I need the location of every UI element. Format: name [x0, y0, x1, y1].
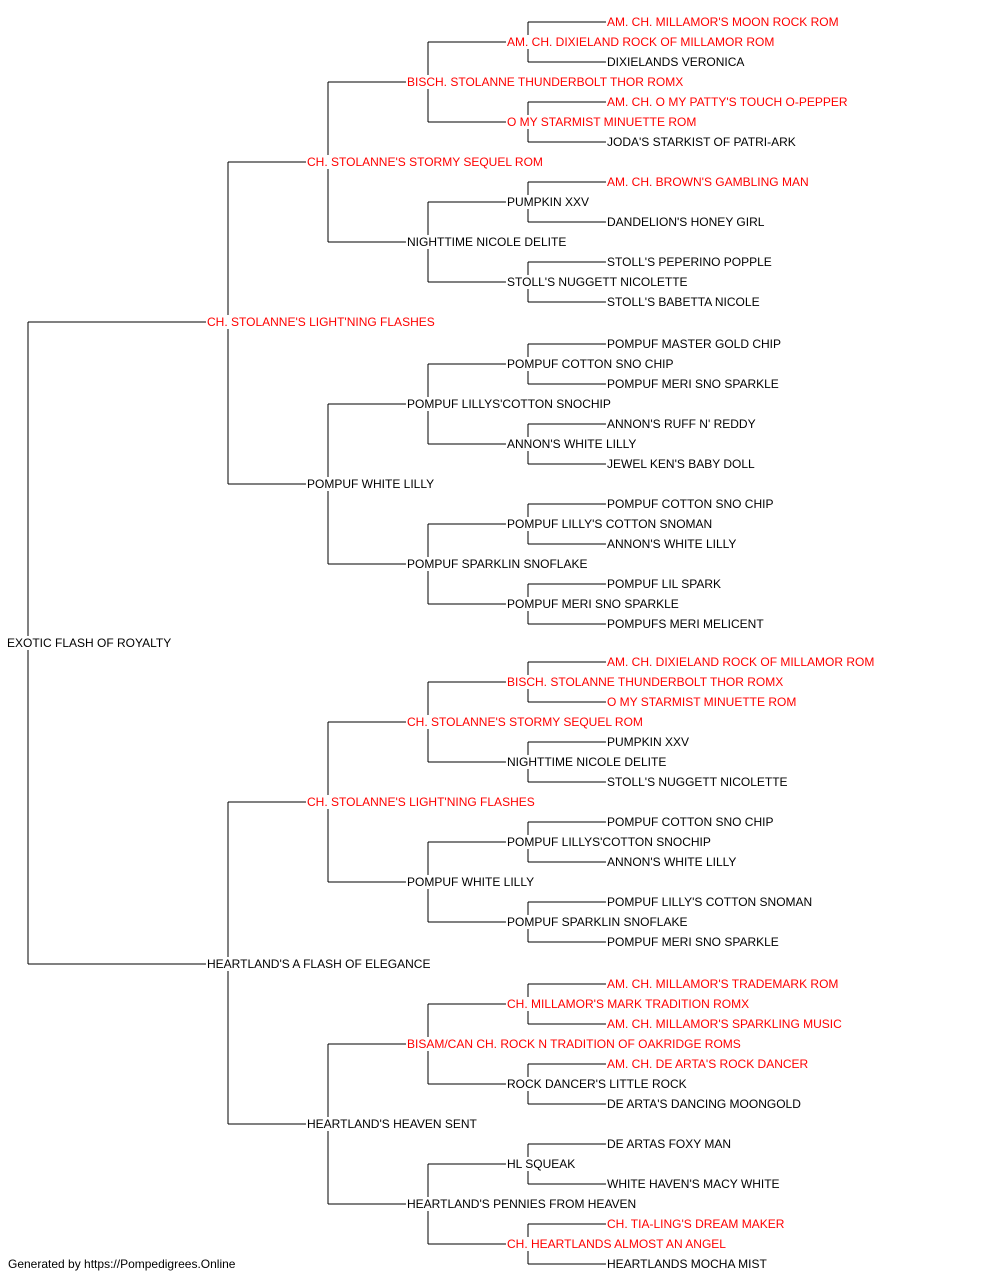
- dog-name: POMPUF LILLY'S COTTON SNOMAN: [506, 517, 714, 531]
- dog-name: CH. HEARTLANDS ALMOST AN ANGEL: [506, 1237, 727, 1251]
- dog-name: STOLL'S PEPERINO POPPLE: [606, 255, 773, 269]
- dog-name: AM. CH. DIXIELAND ROCK OF MILLAMOR ROM: [606, 655, 876, 669]
- dog-name: STOLL'S NUGGETT NICOLETTE: [606, 775, 789, 789]
- dog-name: O MY STARMIST MINUETTE ROM: [506, 115, 698, 129]
- dog-name: NIGHTTIME NICOLE DELITE: [506, 755, 668, 769]
- dog-name: PUMPKIN XXV: [606, 735, 691, 749]
- dog-name: DIXIELANDS VERONICA: [606, 55, 746, 69]
- dog-name: POMPUF WHITE LILLY: [306, 477, 436, 491]
- dog-name: POMPUF MERI SNO SPARKLE: [606, 935, 780, 949]
- dog-name: POMPUF WHITE LILLY: [406, 875, 536, 889]
- dog-name: AM. CH. O MY PATTY'S TOUCH O-PEPPER: [606, 95, 849, 109]
- dog-name: AM. CH. MILLAMOR'S SPARKLING MUSIC: [606, 1017, 843, 1031]
- dog-name: HEARTLAND'S A FLASH OF ELEGANCE: [206, 957, 432, 971]
- dog-name: EXOTIC FLASH OF ROYALTY: [6, 636, 173, 650]
- dog-name: JEWEL KEN'S BABY DOLL: [606, 457, 756, 471]
- dog-name: CH. MILLAMOR'S MARK TRADITION ROMX: [506, 997, 751, 1011]
- dog-name: POMPUF LILLY'S COTTON SNOMAN: [606, 895, 814, 909]
- dog-name: POMPUF MERI SNO SPARKLE: [506, 597, 680, 611]
- dog-name: POMPUF SPARKLIN SNOFLAKE: [506, 915, 689, 929]
- dog-name: DE ARTAS FOXY MAN: [606, 1137, 733, 1151]
- dog-name: POMPUF SPARKLIN SNOFLAKE: [406, 557, 589, 571]
- dog-name: HEARTLAND'S HEAVEN SENT: [306, 1117, 478, 1131]
- dog-name: DANDELION'S HONEY GIRL: [606, 215, 766, 229]
- dog-name: HL SQUEAK: [506, 1157, 577, 1171]
- dog-name: POMPUF MASTER GOLD CHIP: [606, 337, 783, 351]
- dog-name: CH. STOLANNE'S LIGHT'NING FLASHES: [306, 795, 536, 809]
- dog-name: POMPUF COTTON SNO CHIP: [606, 497, 775, 511]
- dog-name: ROCK DANCER'S LITTLE ROCK: [506, 1077, 688, 1091]
- dog-name: HEARTLANDS MOCHA MIST: [606, 1257, 768, 1271]
- dog-name: NIGHTTIME NICOLE DELITE: [406, 235, 568, 249]
- dog-name: POMPUF LIL SPARK: [606, 577, 723, 591]
- dog-name: POMPUF COTTON SNO CHIP: [506, 357, 675, 371]
- dog-name: ANNON'S WHITE LILLY: [606, 537, 738, 551]
- dog-name: DE ARTA'S DANCING MOONGOLD: [606, 1097, 802, 1111]
- dog-name: AM. CH. MILLAMOR'S MOON ROCK ROM: [606, 15, 840, 29]
- dog-name: JODA'S STARKIST OF PATRI-ARK: [606, 135, 797, 149]
- dog-name: STOLL'S BABETTA NICOLE: [606, 295, 761, 309]
- dog-name: CH. STOLANNE'S STORMY SEQUEL ROM: [306, 155, 544, 169]
- dog-name: O MY STARMIST MINUETTE ROM: [606, 695, 798, 709]
- dog-name: AM. CH. BROWN'S GAMBLING MAN: [606, 175, 810, 189]
- dog-name: POMPUF COTTON SNO CHIP: [606, 815, 775, 829]
- dog-name: WHITE HAVEN'S MACY WHITE: [606, 1177, 781, 1191]
- dog-name: POMPUFS MERI MELICENT: [606, 617, 765, 631]
- dog-name: POMPUF MERI SNO SPARKLE: [606, 377, 780, 391]
- dog-name: CH. STOLANNE'S STORMY SEQUEL ROM: [406, 715, 644, 729]
- dog-name: CH. STOLANNE'S LIGHT'NING FLASHES: [206, 315, 436, 329]
- generated-by-footer: Generated by https://Pompedigrees.Online: [8, 1257, 236, 1271]
- dog-name: ANNON'S WHITE LILLY: [606, 855, 738, 869]
- dog-name: AM. CH. DIXIELAND ROCK OF MILLAMOR ROM: [506, 35, 776, 49]
- dog-name: PUMPKIN XXV: [506, 195, 591, 209]
- dog-name: BISCH. STOLANNE THUNDERBOLT THOR ROMX: [506, 675, 785, 689]
- dog-name: AM. CH. MILLAMOR'S TRADEMARK ROM: [606, 977, 840, 991]
- dog-name: ANNON'S RUFF N' REDDY: [606, 417, 757, 431]
- dog-name: HEARTLAND'S PENNIES FROM HEAVEN: [406, 1197, 638, 1211]
- dog-name: ANNON'S WHITE LILLY: [506, 437, 638, 451]
- dog-name: POMPUF LILLYS'COTTON SNOCHIP: [406, 397, 612, 411]
- dog-name: STOLL'S NUGGETT NICOLETTE: [506, 275, 689, 289]
- dog-name: AM. CH. DE ARTA'S ROCK DANCER: [606, 1057, 810, 1071]
- dog-name: CH. TIA-LING'S DREAM MAKER: [606, 1217, 786, 1231]
- dog-name: BISAM/CAN CH. ROCK N TRADITION OF OAKRID…: [406, 1037, 742, 1051]
- dog-name: BISCH. STOLANNE THUNDERBOLT THOR ROMX: [406, 75, 685, 89]
- dog-name: POMPUF LILLYS'COTTON SNOCHIP: [506, 835, 712, 849]
